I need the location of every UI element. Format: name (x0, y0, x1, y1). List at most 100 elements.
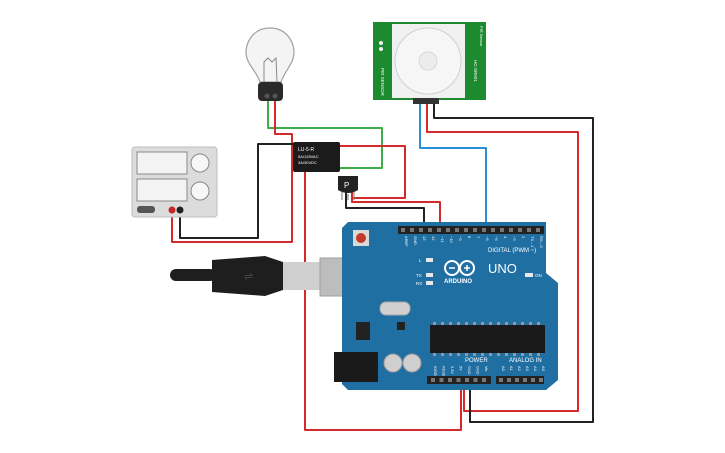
small-chip (397, 322, 405, 330)
usb-icon: ⇌ (244, 271, 253, 283)
chip-pin (473, 322, 476, 325)
wire-transistor-to-pin12-red[interactable] (351, 198, 441, 231)
wire-pir-to-gnd-black[interactable] (433, 104, 594, 423)
digital-pin-hole[interactable] (419, 228, 423, 232)
bulb-base (258, 82, 283, 101)
analog-pin-hole[interactable] (531, 378, 535, 382)
analog-pin-label: A3 (525, 366, 530, 372)
wire-transistor-to-gnd-black[interactable] (345, 192, 425, 231)
pir-sensor[interactable]: PIR SENSOR HC-SR501 PIR Sensor (373, 22, 486, 104)
led-on-label: ON (535, 273, 542, 278)
digital-pin-hole[interactable] (509, 228, 513, 232)
bulb-terminal-1[interactable] (264, 93, 270, 99)
crystal (379, 301, 411, 316)
digital-pin-hole[interactable] (428, 228, 432, 232)
analog-pin-hole[interactable] (515, 378, 519, 382)
chip-pin (481, 322, 484, 325)
digital-pin-label: ~9 (458, 236, 463, 241)
power-pin-hole[interactable] (456, 378, 461, 382)
analog-pin-hole[interactable] (507, 378, 511, 382)
psu-knob-current[interactable] (190, 181, 210, 201)
analog-pin-hole[interactable] (523, 378, 527, 382)
analog-pin-hole[interactable] (539, 378, 543, 382)
power-pin-hole[interactable] (473, 378, 478, 382)
digital-pin-hole[interactable] (482, 228, 486, 232)
digital-pin-hole[interactable] (437, 228, 441, 232)
digital-pin-hole[interactable] (410, 228, 414, 232)
digital-pin-label: ~6 (485, 236, 490, 241)
chip-pin (521, 322, 524, 325)
wire-relay-to-transistor-red[interactable] (338, 145, 406, 199)
psu-terminal-pos[interactable] (168, 206, 176, 214)
wire-pir-to-5v-red[interactable] (426, 104, 579, 412)
psu-power-switch[interactable] (137, 206, 155, 213)
power-pin-hole[interactable] (431, 378, 435, 382)
psu-terminal-neg[interactable] (176, 206, 184, 214)
chip-pin (489, 353, 492, 356)
digital-pin-hole[interactable] (500, 228, 504, 232)
wire-psu-to-relay-black[interactable] (179, 143, 296, 239)
led-on (525, 273, 533, 277)
digital-pin-label: 2 (521, 236, 526, 239)
analog-pin-label: A1 (509, 366, 514, 372)
relay[interactable]: LU-5-R 5A/125VAC 3A/30VDC (293, 142, 340, 172)
wire-bulb-to-relay-red[interactable] (171, 101, 293, 243)
chip-pin (449, 322, 452, 325)
analog-pin-label: A5 (541, 366, 546, 372)
relay-body (293, 142, 340, 172)
digital-pin-label: ~3 (512, 236, 517, 241)
chip-pin (441, 322, 444, 325)
usb-cable[interactable]: ⇌ (170, 256, 363, 297)
digital-pin-label: GND (413, 236, 418, 245)
digital-pin-label: 4 (503, 236, 508, 239)
bulb-terminal-2[interactable] (272, 93, 278, 99)
digital-pin-label: ~10 (449, 236, 454, 244)
power-pin-label: RESET (442, 366, 446, 379)
wire-pir-to-pin2-blue[interactable] (419, 104, 487, 231)
chip-pin (481, 353, 484, 356)
chip-pin (433, 322, 436, 325)
digital-pin-label: RX←0 (539, 236, 544, 249)
led-rx (426, 281, 433, 285)
power-jack[interactable] (334, 352, 378, 382)
psu-display-1 (136, 151, 188, 175)
chip-pin (433, 353, 436, 356)
digital-pin-hole[interactable] (464, 228, 468, 232)
capacitor-1 (383, 353, 403, 373)
power-pin-hole[interactable] (448, 378, 452, 382)
digital-pin-hole[interactable] (527, 228, 531, 232)
usb-plug-body (212, 256, 283, 296)
digital-pin-holes (401, 228, 540, 232)
chip-pin (473, 353, 476, 356)
power-pin-hole[interactable] (482, 378, 486, 382)
chip-pin (537, 322, 540, 325)
relay-label-1: LU-5-R (298, 147, 315, 153)
digital-pin-hole[interactable] (491, 228, 495, 232)
digital-pin-hole[interactable] (536, 228, 540, 232)
power-pin-label: GND (476, 366, 480, 375)
transistor[interactable]: P (338, 176, 358, 200)
power-supply[interactable] (131, 146, 218, 218)
digital-pin-hole[interactable] (473, 228, 477, 232)
digital-pin-hole[interactable] (455, 228, 459, 232)
power-pin-hole[interactable] (439, 378, 444, 382)
power-pin-label: GND (467, 366, 471, 375)
digital-pin-label: ~11 (440, 236, 445, 243)
power-pin-hole[interactable] (465, 378, 469, 382)
wire-bulb-to-relay-green[interactable] (267, 101, 383, 169)
bulb-glass (245, 27, 295, 83)
wire-relay-to-5v-red[interactable] (304, 170, 462, 431)
digital-pin-hole[interactable] (518, 228, 522, 232)
digital-header-label: DIGITAL (PWM ~) (488, 248, 536, 254)
digital-pin-hole[interactable] (446, 228, 450, 232)
digital-pin-hole[interactable] (401, 228, 405, 232)
psu-knob-voltage[interactable] (190, 153, 210, 173)
arduino-brand: ARDUINO (444, 279, 472, 285)
light-bulb[interactable] (245, 27, 295, 101)
digital-pin-label: 8 (467, 236, 472, 239)
analog-pin-hole[interactable] (499, 378, 503, 382)
